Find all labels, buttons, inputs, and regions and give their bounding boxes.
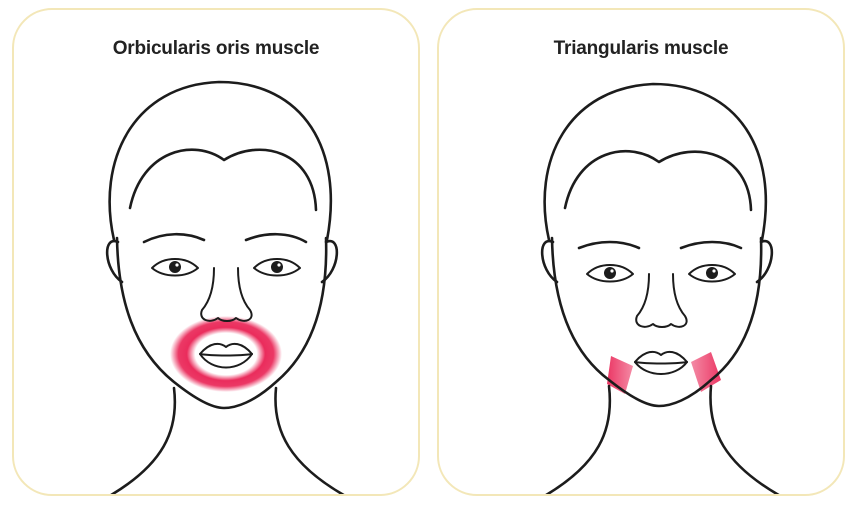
hairline xyxy=(130,150,316,210)
nose xyxy=(201,268,251,321)
head-outline xyxy=(545,84,766,240)
hairline xyxy=(565,151,751,210)
face-illustration xyxy=(14,10,420,496)
triangularis-panel: Triangularis muscle xyxy=(437,8,845,496)
right-eye xyxy=(689,265,735,282)
mouth xyxy=(635,352,687,374)
neck-left xyxy=(541,386,610,496)
neck-right xyxy=(275,388,349,496)
neck-left xyxy=(106,388,175,496)
face-illustration xyxy=(439,10,845,496)
left-eye xyxy=(152,259,198,276)
right-eye xyxy=(254,259,300,276)
left-eyebrow xyxy=(579,242,639,248)
face-outline xyxy=(552,238,761,406)
orbicularis-oris-highlight xyxy=(170,316,282,392)
neck-right xyxy=(710,386,784,496)
left-eyebrow xyxy=(144,234,204,242)
right-eyebrow xyxy=(681,242,741,248)
orbicularis-oris-panel: Orbicularis oris muscle xyxy=(12,8,420,496)
right-eyebrow xyxy=(246,234,306,242)
nose xyxy=(636,274,686,327)
left-eye xyxy=(587,265,633,282)
head-outline xyxy=(110,82,331,240)
